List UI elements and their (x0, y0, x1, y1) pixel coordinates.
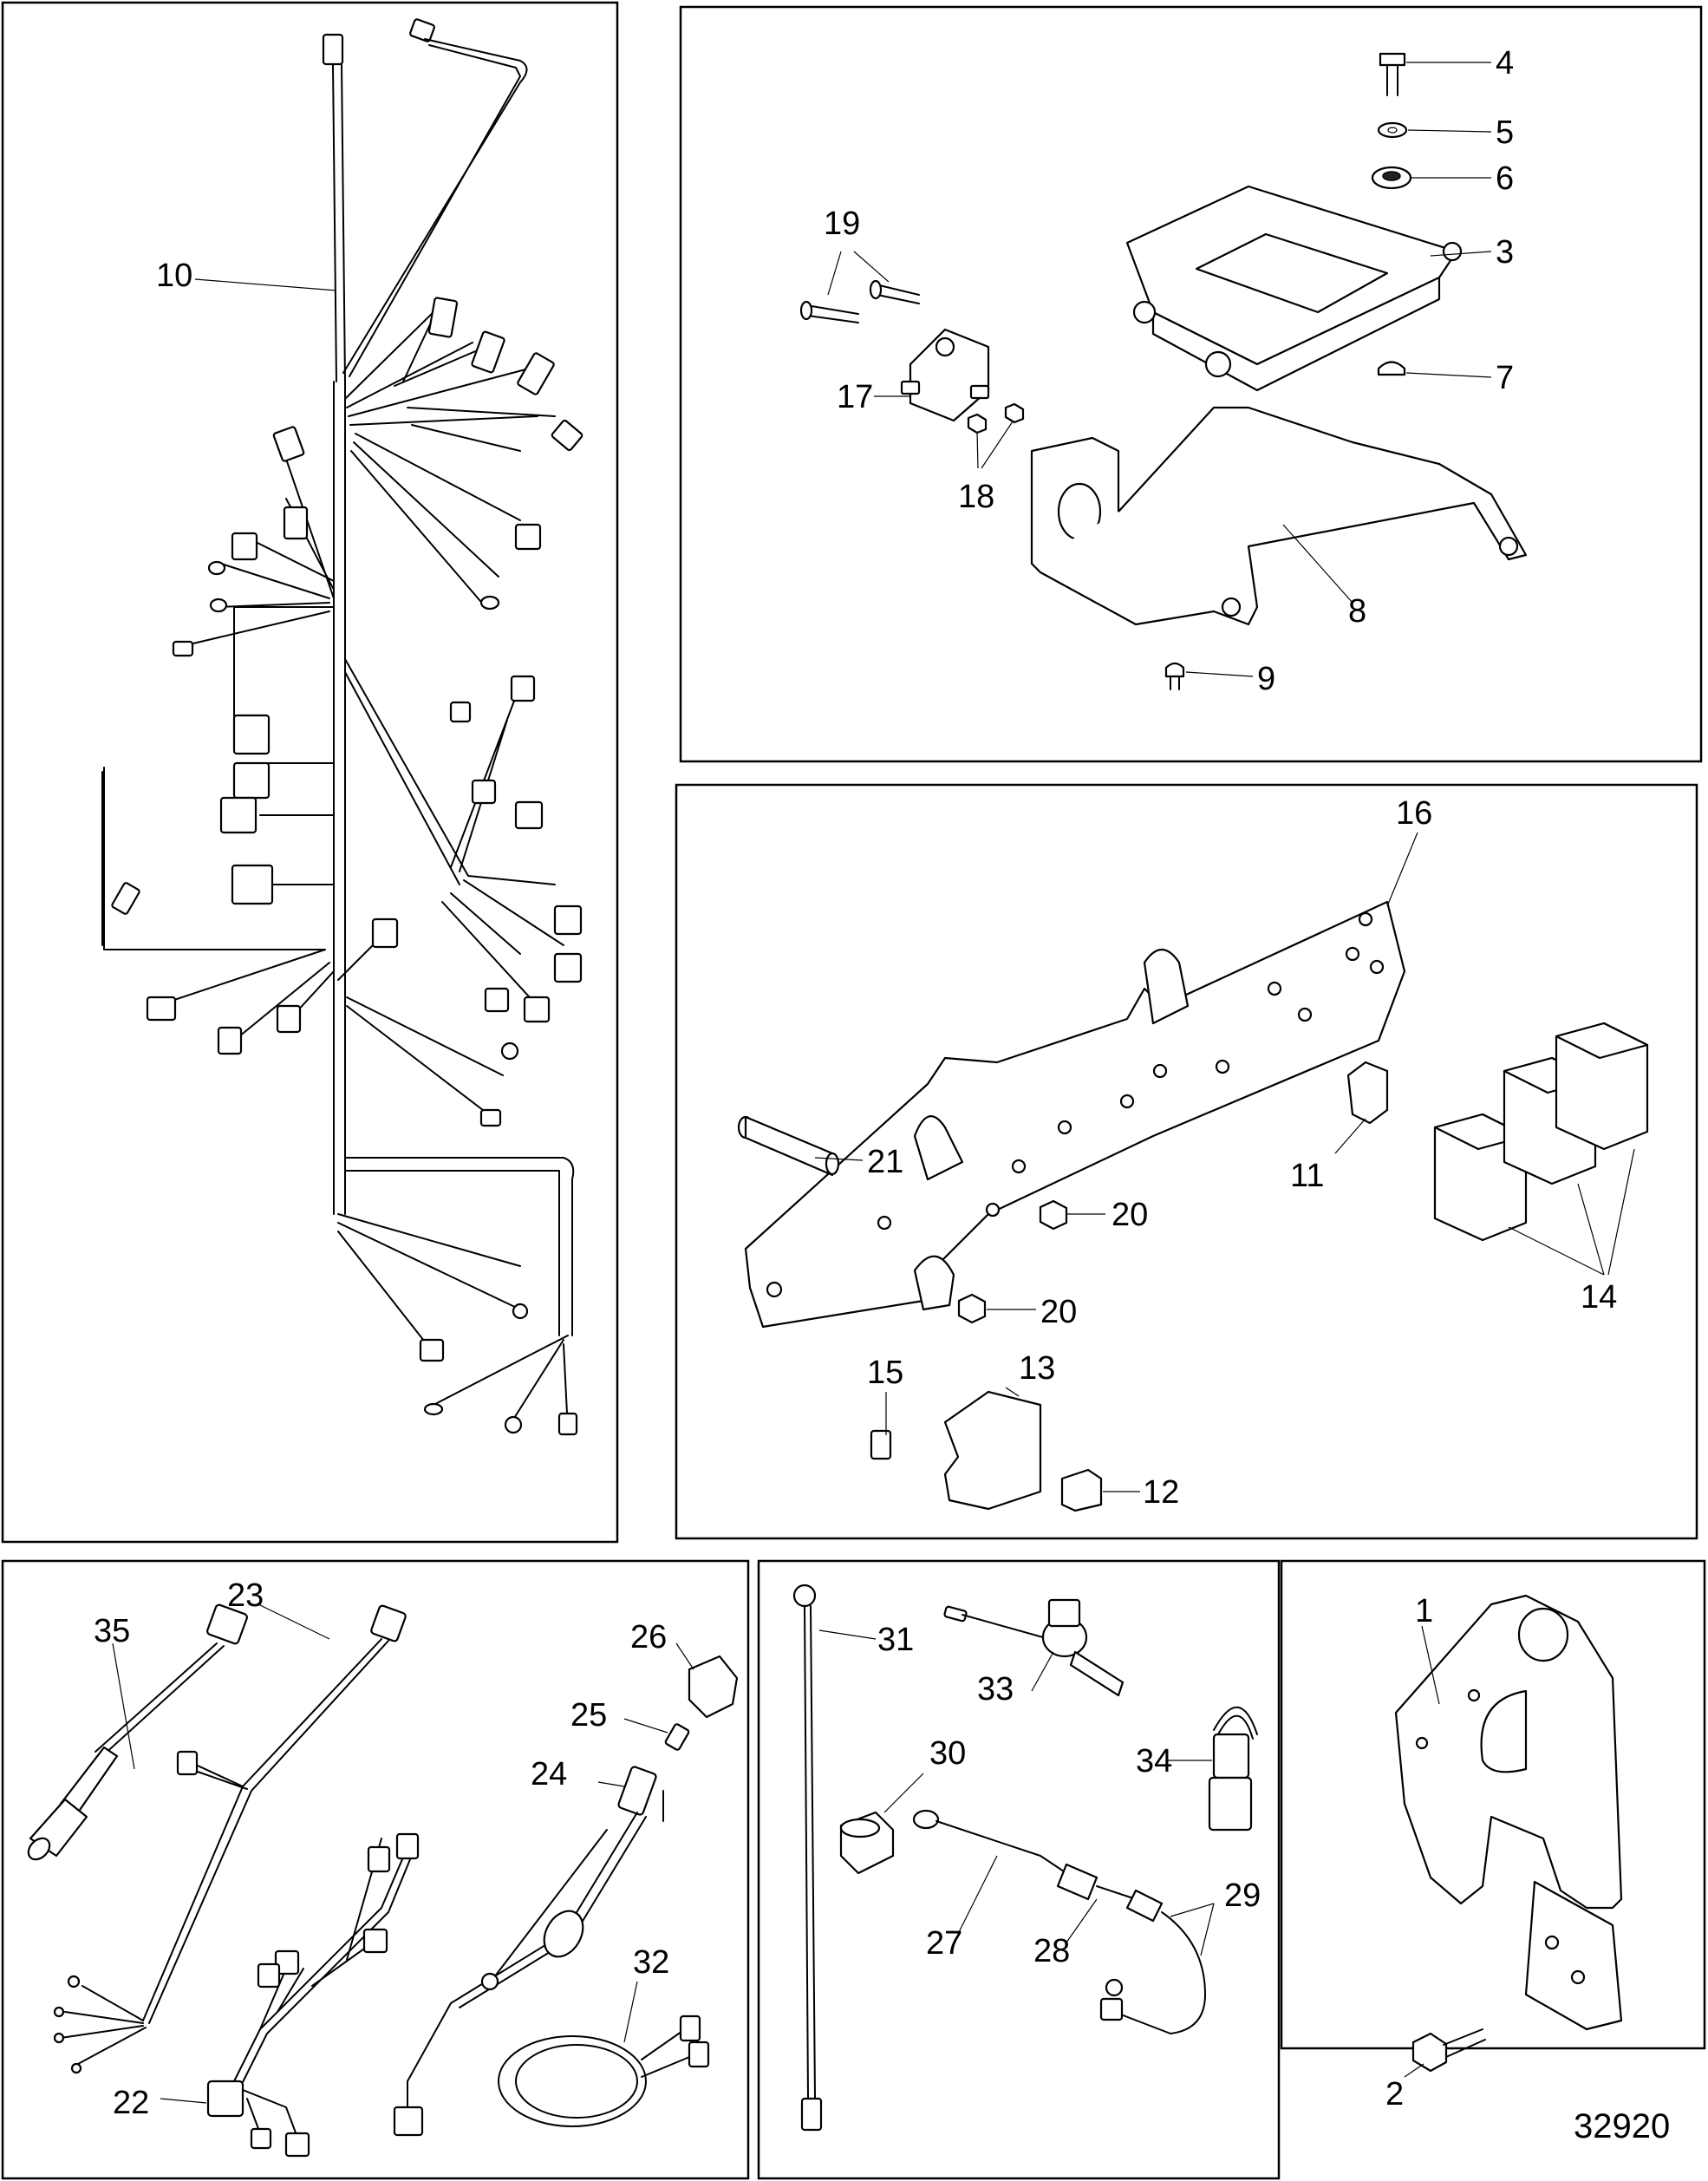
panel-sensors (757, 1559, 1281, 2180)
bolt-2 (1411, 2028, 1486, 2073)
harness-23 (53, 1604, 407, 2074)
connector-26 (688, 1655, 739, 1719)
sensor-17 (900, 328, 990, 422)
panel-mount-bracket (1280, 1559, 1706, 2050)
bolts-19 (799, 251, 920, 323)
washer-5 (1377, 121, 1408, 139)
callout-2: 2 (1385, 2076, 1404, 2112)
harness-panel (27, 1603, 739, 2158)
callout-5: 5 (1496, 114, 1514, 151)
callout-33: 33 (977, 1671, 1014, 1708)
callout-25: 25 (570, 1697, 607, 1734)
callout-16: 16 (1396, 795, 1432, 832)
o2-sensor-35 (27, 1603, 248, 1861)
nut-18a (967, 413, 988, 434)
harness-24 (393, 1766, 664, 2137)
relay-bracket-assembly (737, 832, 1649, 1512)
callout-19: 19 (824, 206, 860, 242)
callout-17: 17 (837, 379, 873, 415)
callout-29: 29 (1224, 1877, 1261, 1914)
fuse-25 (664, 1723, 690, 1751)
relays-14 (1433, 1022, 1649, 1242)
callout-7: 7 (1496, 360, 1514, 396)
bolt-4 (1379, 52, 1406, 67)
ecm-assembly (799, 52, 1528, 690)
clip-12 (1060, 1468, 1103, 1512)
callout-28: 28 (1033, 1933, 1070, 1969)
callout-31: 31 (877, 1622, 914, 1658)
lead-29 (1099, 1911, 1206, 2034)
callout-1: 1 (1415, 1593, 1433, 1629)
callout-4: 4 (1496, 45, 1514, 82)
callout-20b: 20 (1040, 1294, 1077, 1330)
callout-15: 15 (867, 1355, 903, 1391)
bracket-8 (1030, 406, 1528, 626)
panel-relay-bracket (675, 783, 1698, 1540)
callout-8: 8 (1348, 593, 1366, 630)
callout-21: 21 (867, 1144, 903, 1180)
figure-number: 32920 (1574, 2107, 1670, 2145)
bracket-1 (1394, 1594, 1623, 2031)
bracket-16 (744, 900, 1406, 1329)
loop-connector-34 (1208, 1706, 1258, 1832)
callout-3: 3 (1496, 234, 1514, 271)
callout-27: 27 (926, 1925, 962, 1962)
nut-20b (957, 1293, 987, 1324)
harness-22 (206, 1832, 420, 2158)
callout-22: 22 (113, 2085, 149, 2121)
screw-9 (1164, 662, 1185, 678)
callout-32: 32 (633, 1944, 669, 1981)
callout-13: 13 (1019, 1350, 1055, 1387)
panel-engine-harness (1, 1, 619, 1544)
panel-ecm (679, 5, 1703, 763)
sensor-33 (943, 1598, 1125, 1697)
nut-18b (1004, 402, 1025, 424)
callout-9: 9 (1257, 661, 1275, 697)
callout-30: 30 (929, 1735, 966, 1772)
callout-18: 18 (958, 479, 994, 515)
callout-24: 24 (531, 1756, 567, 1792)
callouts: 1 2 3 4 5 6 7 8 9 10 11 12 13 14 15 16 1… (94, 45, 1617, 2121)
mount-bracket-panel (1394, 1594, 1623, 2078)
switch-30 (839, 1811, 895, 1875)
callout-6: 6 (1496, 160, 1514, 197)
coiled-harness-32 (498, 2014, 710, 2127)
pin-21 (737, 1115, 840, 1177)
callout-14: 14 (1581, 1279, 1617, 1316)
lead-31 (792, 1584, 823, 2132)
callout-26: 26 (630, 1619, 667, 1655)
engine-harness-10 (101, 18, 583, 1436)
fuse-15 (870, 1429, 892, 1460)
callout-23: 23 (227, 1577, 264, 1614)
callout-35: 35 (94, 1613, 130, 1649)
fuse-holder-28 (1056, 1863, 1164, 1923)
callout-20a: 20 (1112, 1197, 1148, 1233)
ecm-3 (1125, 185, 1463, 392)
callout-11: 11 (1290, 1158, 1324, 1194)
cover-13 (943, 1390, 1042, 1511)
screw-7 (1377, 361, 1406, 376)
panel-harnesses (1, 1559, 750, 2180)
callout-10: 10 (156, 258, 192, 294)
callout-34: 34 (1136, 1743, 1172, 1779)
sensor-panel (792, 1584, 1258, 2132)
callout-12: 12 (1143, 1474, 1179, 1511)
clip-11 (1346, 1061, 1389, 1125)
lead-27 (912, 1809, 1067, 1874)
nut-20a (1039, 1199, 1068, 1231)
